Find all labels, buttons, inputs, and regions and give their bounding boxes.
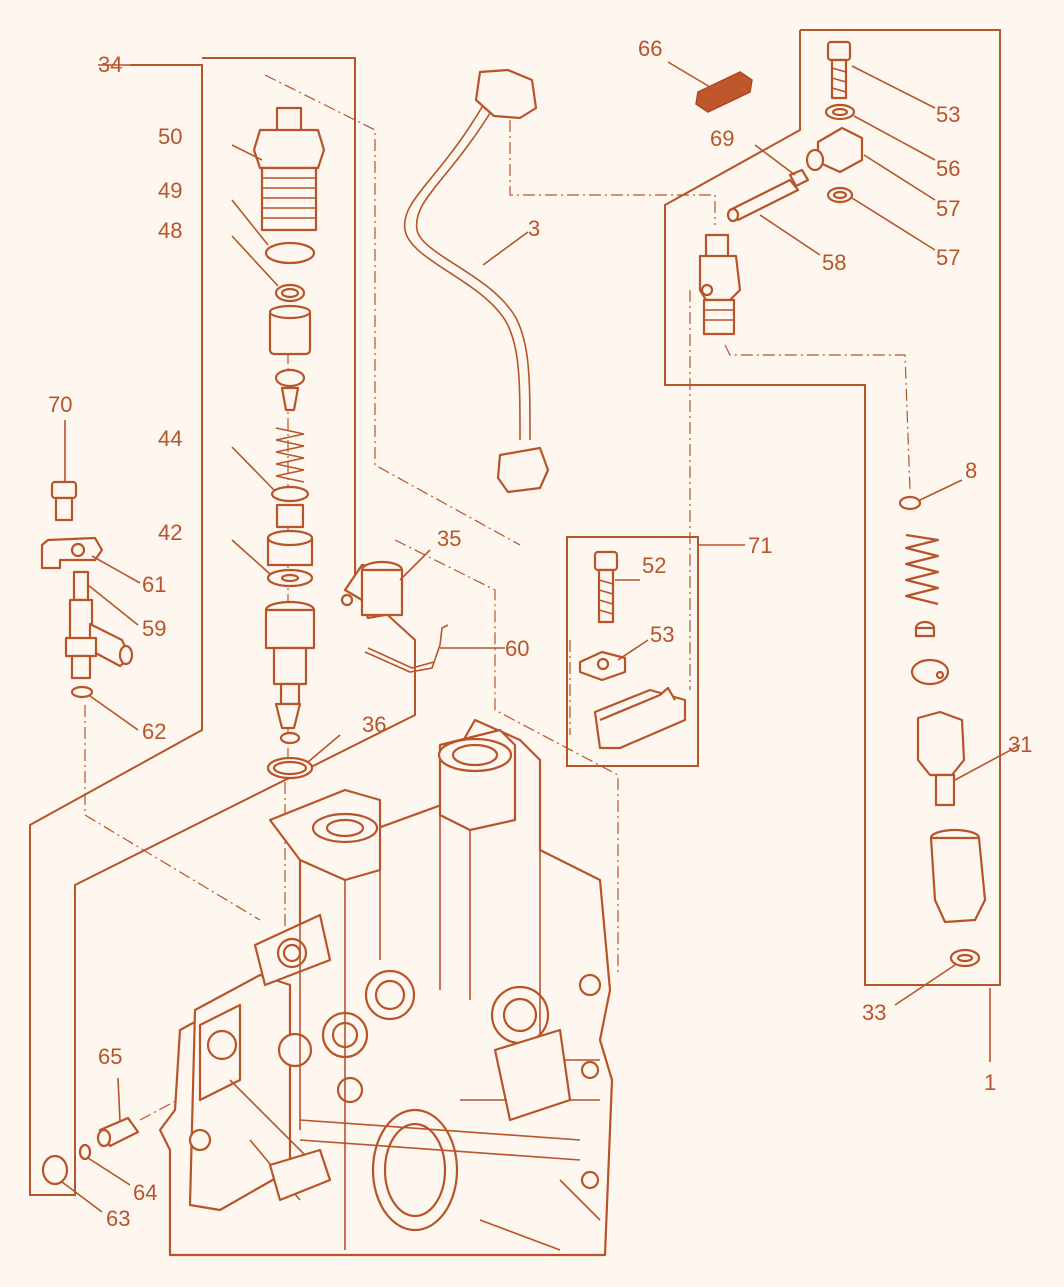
callout-65: 64 [133,1180,157,1205]
spacer-sleeve [268,304,312,356]
group-boundary-1 [664,29,1001,986]
valve-seat [266,503,314,567]
pin-67 [695,71,753,113]
group-boundary-71 [566,536,699,767]
banjo-fitting-60 [64,570,134,680]
callout-44: 44 [158,426,182,451]
clamp-plate [593,686,687,750]
nozzle-31 [916,710,966,807]
callout-8: 8 [965,458,977,483]
callout-52: 52 [642,553,666,578]
callout-63: 62 [142,719,166,744]
callout-35: 35 [437,526,461,551]
callout-49: 49 [158,178,182,203]
leak-off-fitting [698,233,742,336]
callout-61: 60 [505,636,529,661]
callout-48: 48 [158,218,182,243]
washer-65 [78,1143,92,1161]
callout-64: 63 [106,1206,130,1231]
group-boundary-34 [29,57,416,1196]
plunger-barrel [264,600,316,745]
callout-60: 59 [142,616,166,641]
callout-59: 58 [822,250,846,275]
nozzle-nut [929,828,987,924]
injection-pipe-3 [403,68,550,494]
o-ring-36 [266,756,314,780]
intermediate-plate [910,658,950,686]
screw-66 [96,1116,140,1148]
washer-57-bottom [826,186,854,204]
callout-71: 71 [748,533,772,558]
callout-34: 34 [98,52,122,77]
callout-42: 42 [158,520,182,545]
delivery-valve-holder-50 [252,106,326,232]
callout-62: 61 [142,572,166,597]
callout-70: 70 [48,392,72,417]
callout-67: 66 [638,36,662,61]
callout-69: 69 [710,126,734,151]
o-ring-63 [70,685,94,699]
bracket-62 [40,536,104,570]
washer-33 [949,948,981,968]
washer-53 [578,650,627,682]
engine-housing [158,718,614,1257]
leader-lines [61,61,1021,1213]
nozzle-spring [904,533,940,606]
wire-clip-61 [364,624,449,673]
screw-56 [826,40,852,100]
washer-44 [270,485,310,503]
callout-57-top: 56 [936,156,960,181]
snap-ring-48 [274,283,306,303]
callout-3: 3 [528,216,540,241]
callout-31: 31 [1008,732,1032,757]
callout-56: 53 [936,102,960,127]
callout-labels: 34 50 49 48 70 44 42 61 59 62 65 64 63 3… [48,36,1032,1231]
delivery-valve-spring [275,427,305,483]
o-ring-49 [264,241,316,265]
bolt-52 [593,550,619,624]
shim-8 [898,495,922,511]
callout-50: 50 [158,124,182,149]
gasket-42 [266,568,314,588]
callout-66: 65 [98,1044,122,1069]
callout-36: 36 [362,712,386,737]
banjo-58 [805,126,864,174]
control-sleeve-35 [340,560,404,620]
callout-58: 57 [936,196,960,221]
callout-57-bottom: 57 [936,245,960,270]
washer-57-top [824,103,856,121]
delivery-valve [274,368,306,412]
screw-70 [50,480,78,522]
pipe-59 [726,178,800,223]
pressure-pin [914,620,936,638]
callout-33: 33 [862,1000,886,1025]
plug-64 [41,1154,69,1186]
callout-1: 1 [984,1070,996,1095]
callout-53: 53 [650,622,674,647]
